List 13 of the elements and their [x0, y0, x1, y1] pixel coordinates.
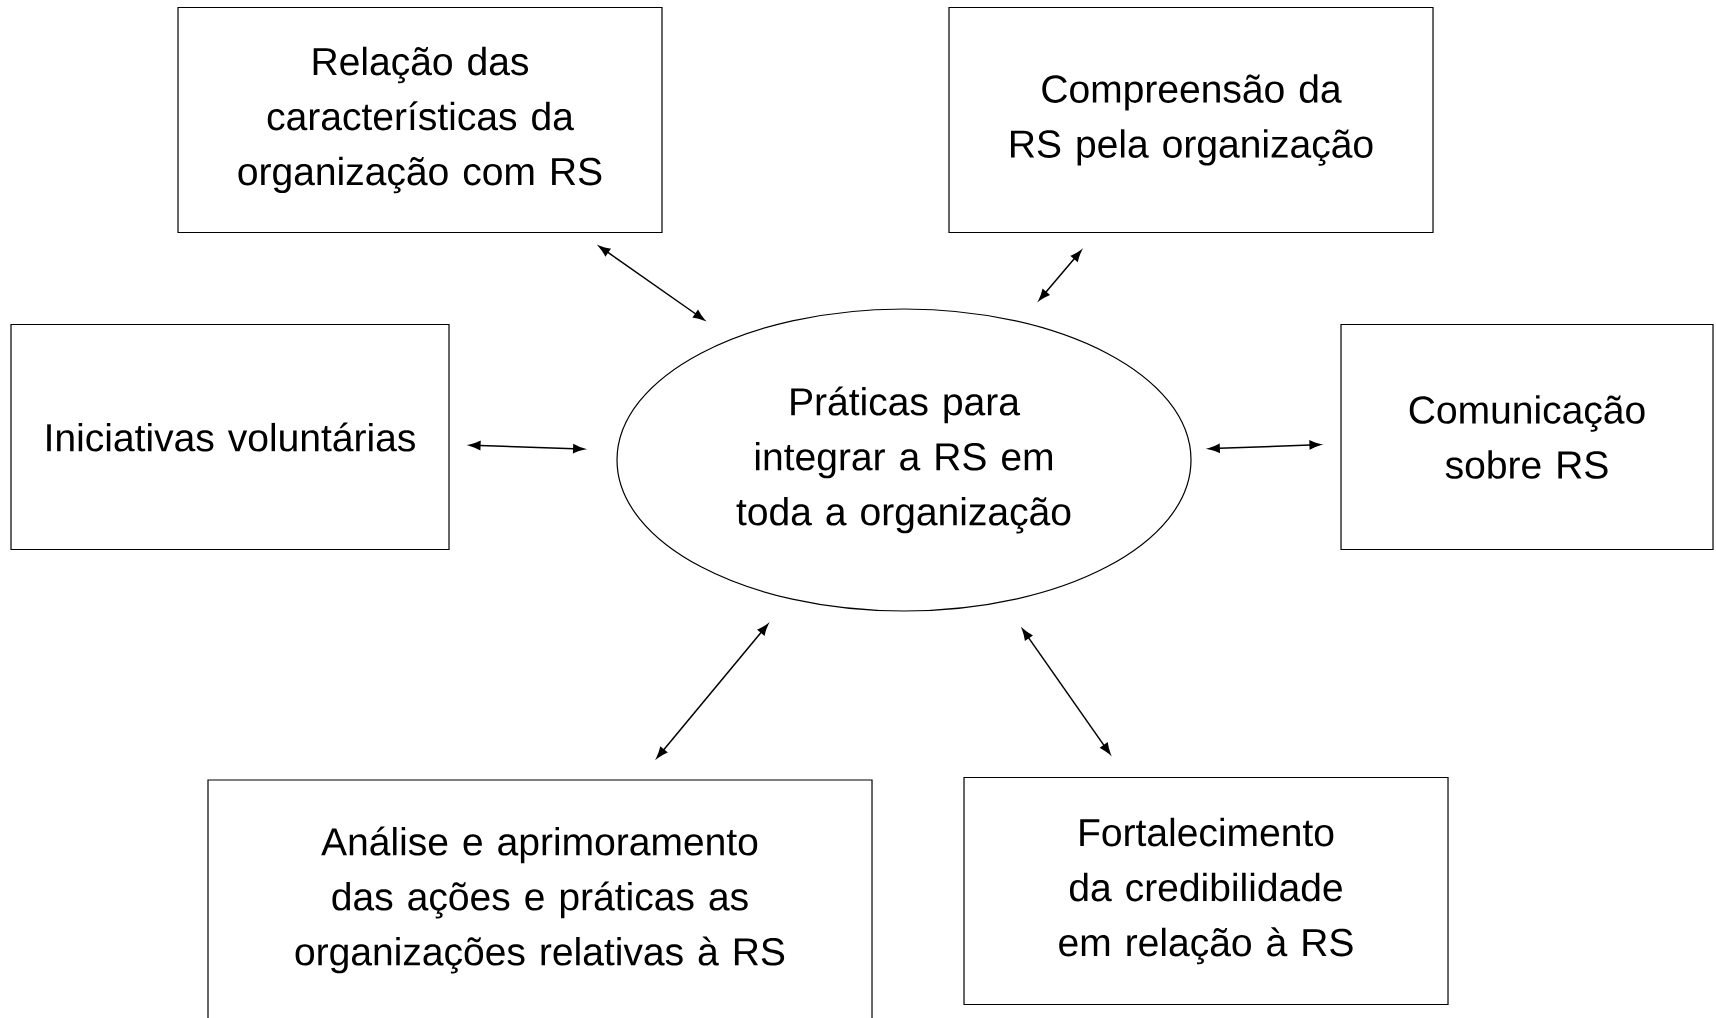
double-arrow	[1022, 628, 1111, 755]
text-box: Comunicação sobre RS	[1340, 323, 1714, 551]
double-arrow	[598, 245, 705, 321]
double-arrow	[469, 441, 585, 454]
text-box: Iniciativas voluntárias	[10, 323, 450, 551]
double-arrow	[1038, 250, 1082, 301]
double-arrow	[656, 623, 769, 759]
double-arrow	[1208, 440, 1321, 453]
text-box: Compreensão da RS pela organização	[948, 6, 1434, 234]
ellipse-node: Práticas para integrar a RS em toda a organização	[616, 308, 1192, 612]
text-box: Relação das características da organização com RS	[177, 6, 663, 234]
text-box: Análise e aprimoramento das ações e práticas as organizações relativas à RS	[207, 779, 873, 1018]
text-box: Fortalecimento da credibilidade em relação à RS	[963, 776, 1449, 1006]
